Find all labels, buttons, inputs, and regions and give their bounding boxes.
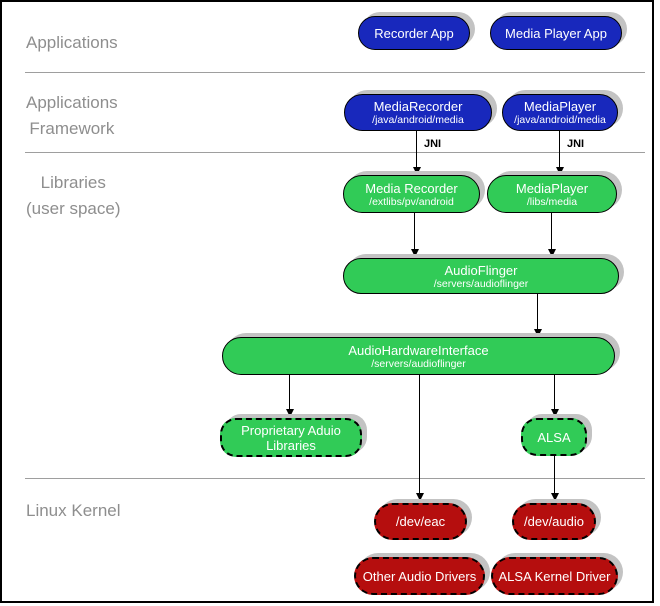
node-media-recorder-lib: Media Recorder /extlibs/pv/android [343,175,480,213]
node-alsa: ALSA [521,418,587,456]
node-mediaplayer-framework: MediaPlayer /java/android/media [502,94,618,131]
layer-label-applications-framework: Applications Framework [26,93,118,138]
jni-label-right: JNI [567,138,585,150]
node-label: AudioFlinger [444,262,518,278]
node-label: ALSA [537,429,571,445]
node-label: /dev/audio [524,514,584,529]
connector-jni-left [416,131,417,167]
arrowhead-mediarecorder-audioflinger [411,249,419,257]
node-sublabel: /extlibs/pv/android [369,195,454,208]
connector-ahi-alsa [554,375,555,409]
arrowhead-alsa-devaudio [551,493,559,501]
jni-label-left: JNI [424,138,442,150]
node-media-player-app: Media Player App [490,16,622,50]
arrowhead-ahi-deveac [416,493,424,501]
node-sublabel: /servers/audioflinger [371,357,466,370]
arrowhead-jni-right [556,167,564,175]
node-mediaplayer-lib: MediaPlayer /libs/media [487,175,617,213]
node-label: Media Recorder [365,180,458,196]
layer-label-libraries: Libraries (user space) [26,173,121,218]
node-sublabel: /servers/audioflinger [433,277,529,290]
node-label: /dev/eac [395,514,446,529]
layer-divider-framework [25,152,645,153]
node-label: AudioHardwareInterface [348,342,489,358]
node-mediarecorder-framework: MediaRecorder /java/android/media [344,94,492,131]
node-proprietary-audio-libraries: Proprietary Aduio Libraries [220,418,362,457]
arrowhead-jni-left [413,167,421,175]
connector-ahi-deveac [419,375,420,493]
node-label: Media Player App [505,25,607,41]
node-sublabel: /java/android/media [514,114,606,126]
layer-label-applications: Applications [26,33,118,52]
node-label: Proprietary Aduio Libraries [241,422,341,453]
layer-divider-applications [25,72,645,73]
node-label: MediaRecorder [373,99,463,114]
arrowhead-ahi-alsa [551,409,559,417]
arrowhead-audioflinger-ahi [534,329,542,337]
node-label: Other Audio Drivers [362,568,477,584]
layer-label-linux-kernel: Linux Kernel [26,501,121,520]
connector-alsa-devaudio [554,456,555,493]
node-label: MediaPlayer [523,99,597,114]
node-label: Recorder App [374,25,454,41]
layer-divider-kernel [25,478,645,479]
connector-ahi-proprietary [289,375,290,409]
connector-jni-right [559,131,560,167]
node-label: ALSA Kernel Driver [498,568,611,584]
connector-mediarecorder-audioflinger [414,213,415,249]
node-sublabel: /java/android/media [372,114,464,126]
node-label: MediaPlayer [515,180,589,196]
arrowhead-mediaplayer-audioflinger [548,249,556,257]
node-other-audio-drivers: Other Audio Drivers [354,557,485,595]
node-alsa-kernel-driver: ALSA Kernel Driver [491,557,618,595]
node-sublabel: /libs/media [526,195,578,208]
node-dev-audio: /dev/audio [512,503,596,540]
node-recorder-app: Recorder App [358,16,470,50]
node-audiohardwareinterface: AudioHardwareInterface /servers/audiofli… [222,337,615,375]
connector-audioflinger-ahi [537,294,538,329]
arrowhead-ahi-proprietary [286,409,294,417]
node-audioflinger: AudioFlinger /servers/audioflinger [343,258,619,294]
node-dev-eac: /dev/eac [374,503,467,540]
connector-mediaplayer-audioflinger [551,213,552,249]
